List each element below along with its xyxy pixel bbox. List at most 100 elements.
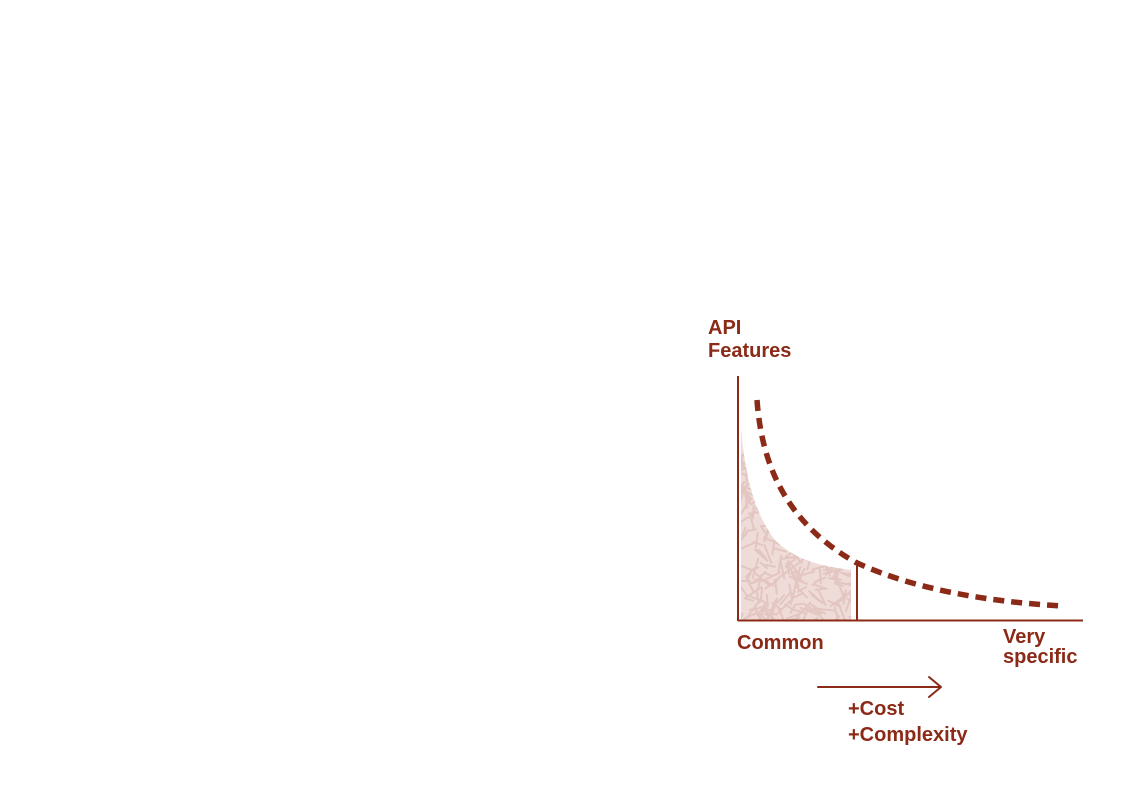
hatch-stroke <box>817 546 828 558</box>
hatch-stroke <box>835 497 844 517</box>
hatch-stroke <box>800 441 808 458</box>
hatch-stroke <box>785 439 792 457</box>
hatch-stroke <box>785 562 791 576</box>
hatch-stroke <box>835 532 844 543</box>
complexity-label: +Complexity <box>848 724 968 746</box>
hatch-stroke <box>817 516 832 529</box>
hatch-stroke <box>782 438 799 442</box>
hatch-stroke <box>794 495 799 517</box>
hatch-stroke <box>785 613 800 620</box>
hatch-stroke <box>828 478 849 487</box>
hatch-stroke <box>803 552 817 559</box>
hatch-stroke <box>741 581 749 598</box>
hatch-stroke <box>840 481 851 489</box>
hatch-stroke <box>789 603 796 614</box>
arrow-labels: +Cost +Complexity <box>848 696 967 748</box>
hatch-stroke <box>763 544 773 564</box>
hatch-stroke <box>748 605 769 611</box>
hatch-stroke <box>849 450 851 462</box>
hatch-stroke <box>776 476 793 487</box>
hatch-stroke <box>765 593 769 607</box>
hatch-stroke <box>833 582 844 587</box>
hatch-stroke <box>750 476 757 497</box>
hatch-stroke <box>741 488 750 497</box>
hatch-stroke <box>839 559 850 569</box>
hatch-stroke <box>805 465 820 479</box>
hatch-stroke <box>828 577 842 581</box>
hatch-stroke <box>838 515 843 526</box>
hatch-stroke <box>783 458 788 469</box>
hatch-stroke <box>790 473 808 481</box>
hatch-stroke <box>813 436 817 449</box>
hatch-stroke <box>809 469 814 482</box>
hatch-stroke <box>786 561 798 581</box>
hatch-stroke <box>817 589 827 606</box>
hatch-stroke <box>814 520 835 525</box>
hatch-stroke <box>777 496 782 510</box>
hatch-stroke <box>796 484 812 502</box>
hatch-stroke <box>786 430 805 433</box>
hatch-stroke <box>746 463 756 471</box>
hatch-stroke <box>772 430 788 437</box>
hatch-stroke <box>840 588 851 602</box>
hatch-stroke <box>794 485 812 496</box>
hatch-stroke <box>759 525 767 534</box>
hatch-stroke <box>778 518 784 539</box>
hatch-stroke <box>853 462 857 475</box>
hatch-stroke <box>762 500 774 516</box>
hatch-stroke <box>744 443 754 450</box>
hatch-stroke <box>757 613 762 620</box>
hatch-stroke <box>772 431 781 442</box>
hatch-stroke <box>754 449 763 461</box>
hatch-stroke <box>846 478 851 485</box>
hatch-stroke <box>809 545 820 552</box>
hatch-stroke <box>827 430 849 434</box>
hatch-stroke <box>849 538 851 557</box>
hatch-stroke <box>745 586 762 599</box>
hatch-stroke <box>849 521 851 534</box>
long-tail-curve <box>754 399 1064 609</box>
hatch-stroke <box>815 486 832 490</box>
hatch-stroke <box>815 448 820 465</box>
hatch-stroke <box>818 568 822 585</box>
hatch-stroke <box>822 455 830 464</box>
hatch-stroke <box>805 548 822 561</box>
hatch-stroke <box>766 430 779 440</box>
hatch-stroke <box>774 570 788 582</box>
hatch-stroke <box>743 430 752 444</box>
hatch-stroke <box>777 554 783 575</box>
hatch-stroke <box>759 489 772 499</box>
x-axis-end-label-line-1: Very <box>1003 626 1046 648</box>
hatch-stroke <box>802 498 817 511</box>
hatch-stroke <box>751 477 773 483</box>
hatch-stroke <box>752 471 760 481</box>
y-axis-label-line-1: API <box>708 317 742 339</box>
hatch-stroke <box>751 451 763 465</box>
hatch-stroke <box>768 489 776 500</box>
hatch-stroke <box>846 539 851 552</box>
hatch-stroke <box>815 452 834 462</box>
hatch-stroke <box>852 546 853 558</box>
hatch-stroke <box>805 442 823 451</box>
hatch-stroke <box>790 526 798 536</box>
hatch-stroke <box>784 430 792 437</box>
hatch-stroke <box>755 531 759 549</box>
hatch-stroke <box>743 449 756 458</box>
hatch-stroke <box>746 453 764 468</box>
hatch-stroke <box>849 435 851 457</box>
hatch-stroke <box>832 540 850 550</box>
hatch-stroke <box>769 521 780 534</box>
hatch-stroke <box>813 518 820 531</box>
hatch-stroke <box>763 467 771 480</box>
hatch-stroke <box>805 430 810 442</box>
hatch-stroke <box>845 424 860 429</box>
hatch-stroke <box>828 444 837 458</box>
hatch-stroke <box>784 528 793 540</box>
hatch-stroke <box>794 602 805 606</box>
hatch-stroke <box>780 524 786 536</box>
hatch-stroke <box>810 426 820 427</box>
hatch-stroke <box>752 456 766 464</box>
hatch-stroke <box>847 457 851 463</box>
hatch-stroke <box>803 445 814 462</box>
hatch-stroke <box>814 607 835 612</box>
